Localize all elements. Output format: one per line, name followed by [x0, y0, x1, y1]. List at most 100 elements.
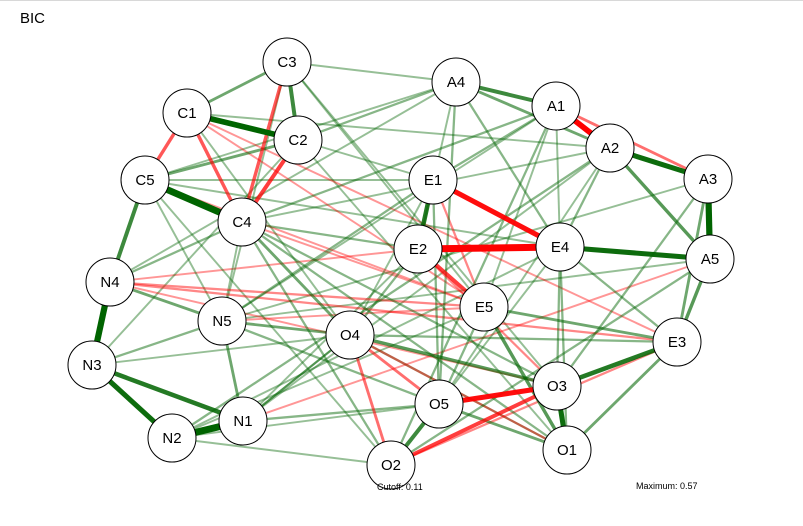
edge-a2-o5 [438, 147, 611, 405]
edge-c2-n3 [91, 139, 299, 366]
node-circle-c2 [273, 115, 323, 165]
edge-o2-c4 [241, 221, 392, 466]
node-a4: A4 [431, 57, 481, 107]
node-label-a5: A5 [701, 251, 719, 268]
node-e4: E4 [535, 222, 585, 272]
edge-n3-n1 [91, 362, 244, 424]
edge-a5-o2 [390, 258, 711, 466]
node-label-n5: N5 [212, 313, 231, 330]
node-n3: N3 [67, 340, 117, 390]
node-circle-a1 [531, 81, 581, 131]
edge-a4-o5 [437, 81, 458, 405]
edge-a5-n1 [242, 258, 711, 422]
edge-n1-o5 [242, 402, 440, 423]
edge-e2-n4 [109, 248, 419, 283]
node-label-e5: E5 [475, 299, 493, 316]
node-label-n2: N2 [162, 430, 181, 447]
edge-e5-c4 [241, 221, 485, 308]
node-label-a4: A4 [447, 74, 465, 91]
node-circle-a2 [585, 123, 635, 173]
node-label-o1: O1 [557, 442, 577, 459]
node-circle-c5 [120, 155, 170, 205]
edge-o1-e4 [558, 246, 569, 451]
edge-o4-o3 [349, 333, 558, 388]
edge-c1-a2 [186, 112, 611, 149]
node-e5: E5 [459, 282, 509, 332]
node-c1: C1 [162, 88, 212, 138]
node-label-o3: O3 [547, 378, 567, 395]
node-c3: C3 [262, 37, 312, 87]
node-n4: N4 [85, 257, 135, 307]
edge-c5-o2 [144, 179, 392, 466]
node-c5: C5 [120, 155, 170, 205]
edge-n5-o5 [221, 319, 440, 406]
edge-c5-e4 [144, 179, 561, 248]
edge-e3-o1 [566, 340, 678, 452]
node-e2: E2 [393, 224, 443, 274]
node-circle-n3 [67, 340, 117, 390]
top-border [0, 0, 803, 1]
node-label-c1: C1 [177, 105, 196, 122]
edge-e3-o4 [349, 333, 678, 344]
node-c4: C4 [217, 197, 267, 247]
edge-a1-e5 [483, 105, 557, 308]
node-label-a1: A1 [547, 98, 565, 115]
node-a1: A1 [531, 81, 581, 131]
edge-c2-c5 [144, 138, 299, 182]
edge-n3-o4 [91, 334, 351, 366]
node-circle-e2 [393, 224, 443, 274]
node-circle-a4 [431, 57, 481, 107]
node-o2: O2 [366, 440, 416, 490]
node-circle-n2 [147, 413, 197, 463]
node-circle-a3 [683, 154, 733, 204]
edge-a1-n5 [221, 105, 557, 322]
edge-e3-n4 [109, 280, 678, 344]
node-circle-c4 [217, 197, 267, 247]
edge-c4-o4 [240, 221, 352, 336]
edge-o4-e1 [349, 179, 434, 336]
node-label-a3: A3 [699, 171, 717, 188]
node-circle-e1 [408, 155, 458, 205]
edge-c1-e3 [186, 112, 678, 343]
node-a3: A3 [683, 154, 733, 204]
edge-c3-c4 [240, 61, 289, 223]
node-o5: O5 [414, 379, 464, 429]
edge-a4-a2 [455, 80, 611, 150]
node-label-o5: O5 [429, 396, 449, 413]
edge-n2-o5 [171, 403, 440, 439]
cutoff-label: Cutoff: 0.11 [377, 482, 423, 492]
edge-o2-o3 [390, 384, 558, 467]
node-n2: N2 [147, 413, 197, 463]
edge-c2-a4 [297, 80, 457, 142]
node-label-o4: O4 [340, 327, 360, 344]
node-o4: O4 [325, 310, 375, 360]
edge-a4-n4 [109, 81, 457, 283]
edge-e5-e3 [483, 305, 678, 344]
node-circle-a5 [685, 234, 735, 284]
node-label-c4: C4 [232, 214, 251, 231]
edge-c3-e5 [286, 61, 485, 308]
node-circle-c3 [262, 37, 312, 87]
node-n1: N1 [218, 396, 268, 446]
edge-o3-c4 [241, 220, 558, 388]
edge-a4-e4 [455, 81, 561, 248]
node-label-o2: O2 [381, 457, 401, 474]
node-circle-o2 [366, 440, 416, 490]
node-e1: E1 [408, 155, 458, 205]
node-circle-n1 [218, 396, 268, 446]
node-c2: C2 [273, 115, 323, 165]
node-a5: A5 [685, 234, 735, 284]
edge-c1-o4 [186, 112, 351, 336]
edge-e1-o5 [431, 179, 441, 405]
edge-c5-n5 [144, 179, 223, 322]
edge-e4-e3 [559, 246, 678, 343]
edge-c4-a1 [241, 104, 557, 224]
edge-e4-a5 [559, 244, 711, 262]
edge-c3-a4 [286, 61, 457, 83]
edge-a2-n2 [171, 147, 611, 439]
edge-c2-o1 [297, 139, 568, 451]
node-label-c3: C3 [277, 54, 296, 71]
edge-e1-n5 [221, 179, 434, 322]
